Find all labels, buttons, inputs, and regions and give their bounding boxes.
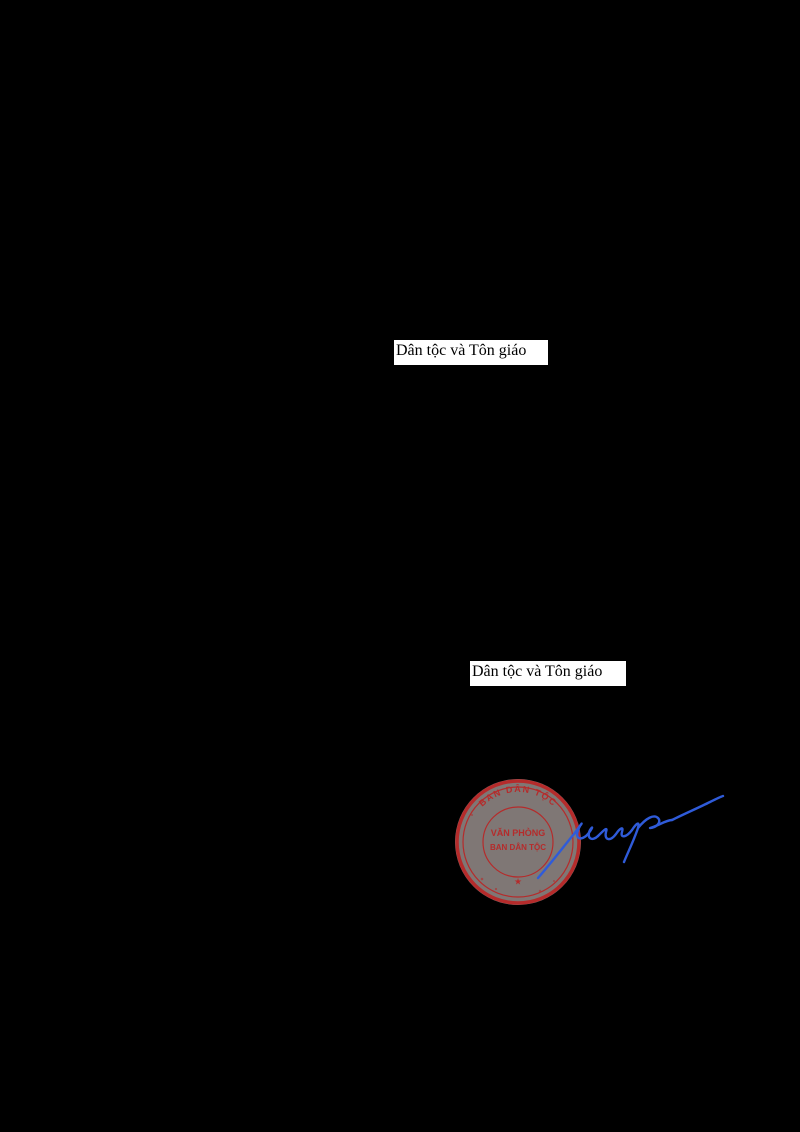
upper-department-label: Dân tộc và Tôn giáo xyxy=(394,340,548,365)
lower-department-label: Dân tộc và Tôn giáo xyxy=(470,661,626,686)
svg-text:★: ★ xyxy=(514,877,522,887)
seal-center-line-1: VĂN PHÒNG xyxy=(491,827,546,838)
official-seal-icon: BAN DÂN TỘC VĂN PHÒNG BAN DÂN TỘC ★ xyxy=(455,779,581,905)
handwritten-signature-icon xyxy=(536,794,725,880)
seal-center-line-2: BAN DÂN TỘC xyxy=(490,843,546,852)
seal-bottom-mark: ★ xyxy=(514,877,522,887)
